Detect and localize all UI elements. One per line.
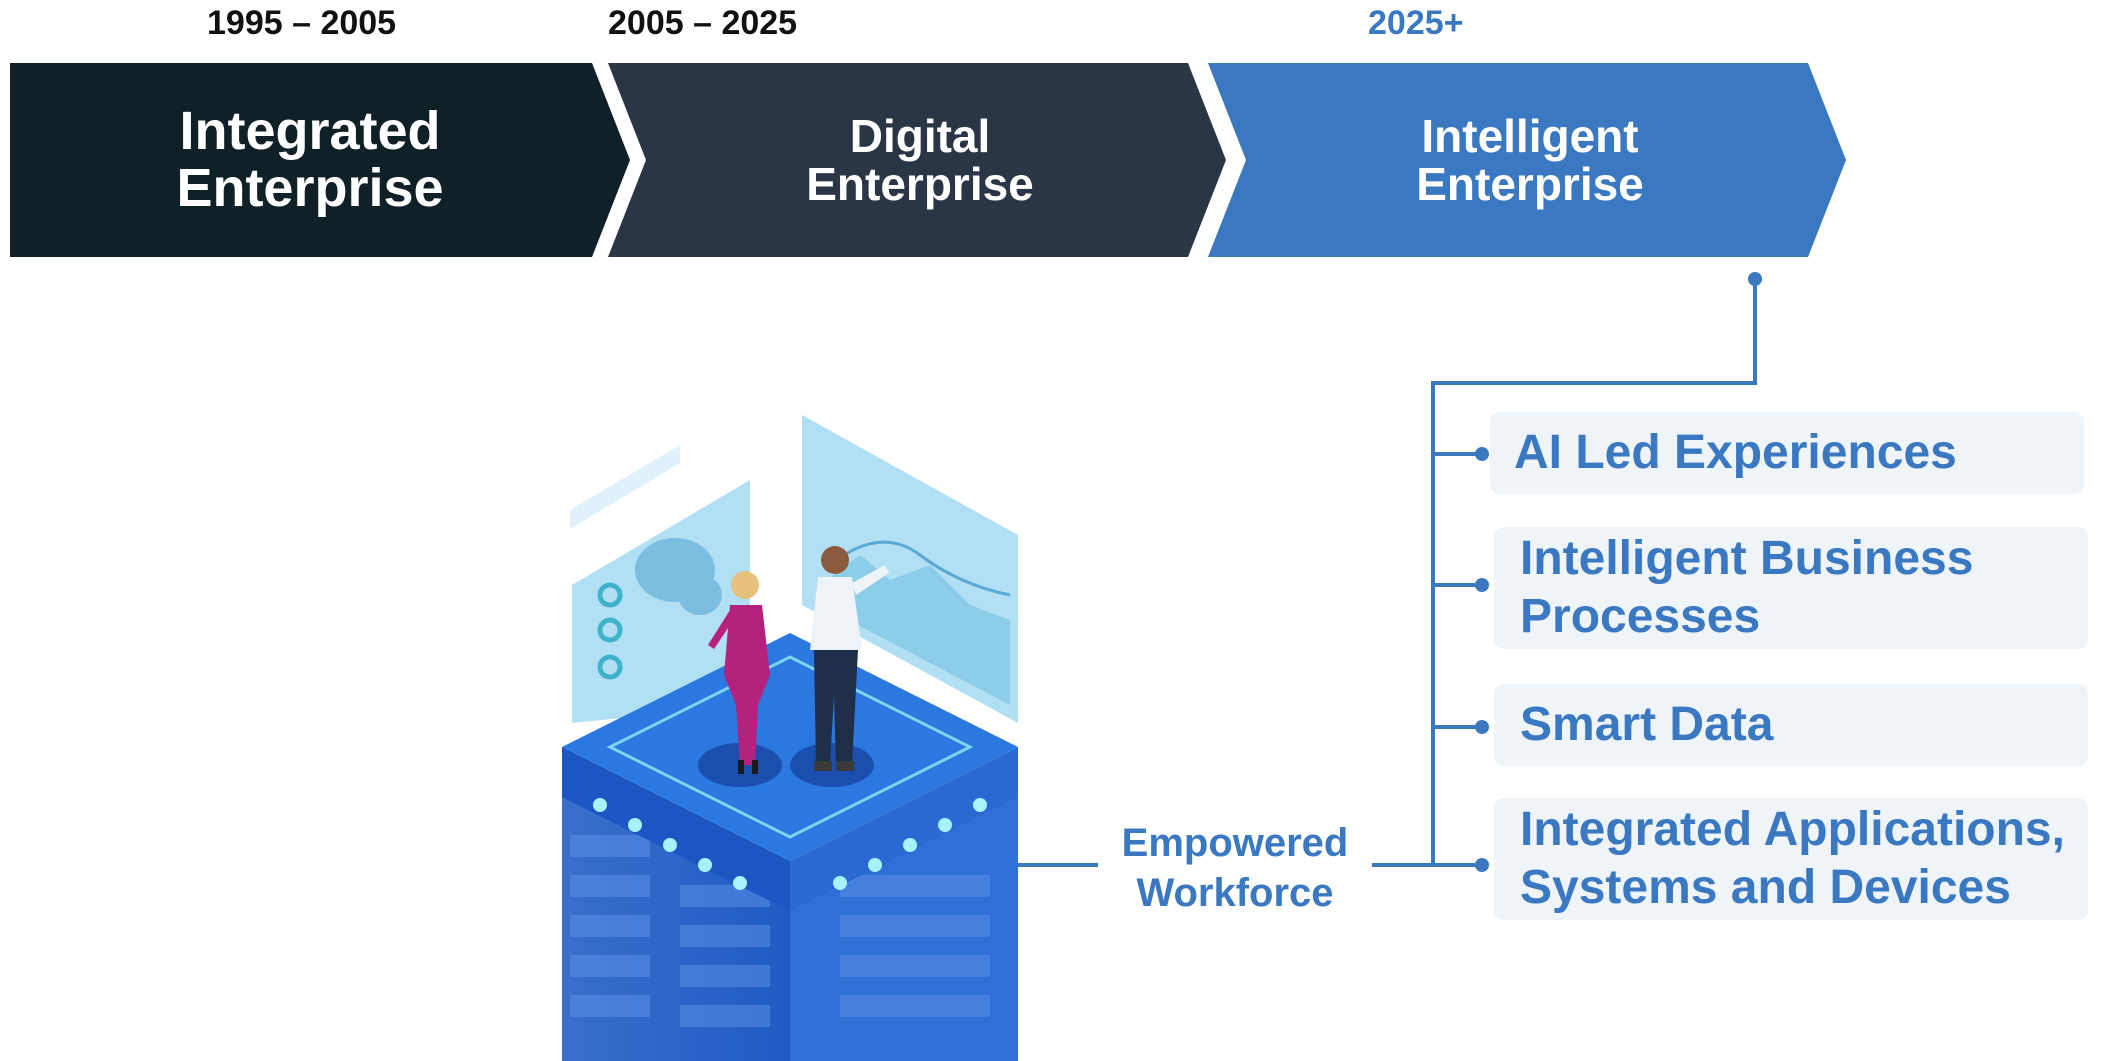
man-figure	[810, 546, 889, 771]
connector-from-intelligent-enterprise	[1431, 279, 1757, 865]
capability-ai-led-experiences: AI Led Experiences	[1490, 412, 2084, 494]
era-years-3: 2025+	[1368, 4, 1464, 42]
capability-label-line1: Integrated Applications,	[1520, 803, 2065, 857]
chevron-label-integrated: Integrated Enterprise	[90, 103, 530, 216]
capability-intelligent-business-processes: Intelligent Business Processes	[1494, 527, 2088, 649]
chevron-label-intelligent: Intelligent Enterprise	[1310, 112, 1750, 209]
capability-smart-data: Smart Data	[1494, 684, 2088, 766]
chevron-title-line2: Enterprise	[806, 158, 1034, 211]
capability-label-line1: Intelligent Business	[1520, 532, 1974, 586]
chevron-title-line1: Digital	[849, 110, 991, 162]
timeline-chevrons	[10, 63, 1846, 257]
connector-dot-processes	[1475, 578, 1489, 592]
chevron-title-line2: Enterprise	[1416, 158, 1644, 211]
capability-label-line1: AI Led Experiences	[1514, 426, 1957, 480]
server-rack-with-people-icon	[562, 415, 1018, 1061]
chevron-label-digital: Digital Enterprise	[700, 112, 1140, 209]
era-years-1: 1995 – 2005	[207, 4, 397, 42]
connector-dot-integrated	[1475, 858, 1489, 872]
capability-label-line2: Systems and Devices	[1520, 861, 2011, 914]
chevron-title-line1: Integrated	[179, 101, 441, 161]
workforce-line1: Empowered	[1121, 821, 1349, 865]
era-years-2: 2005 – 2025	[608, 4, 798, 42]
connector-dot-smart-data	[1475, 720, 1489, 734]
chevron-intelligent-enterprise	[1208, 63, 1846, 257]
chevron-digital-enterprise	[608, 63, 1226, 257]
chevron-integrated-enterprise	[10, 63, 630, 257]
capability-label-line1: Smart Data	[1520, 698, 1774, 752]
capability-label-line2: Processes	[1520, 590, 1761, 643]
capability-integrated-applications: Integrated Applications, Systems and Dev…	[1494, 798, 2088, 920]
workforce-line2: Workforce	[1136, 871, 1334, 915]
empowered-workforce-label: Empowered Workforce	[1100, 818, 1370, 918]
connector-dot-ai	[1475, 447, 1489, 461]
woman-figure	[708, 571, 770, 774]
connector-dot-top	[1748, 272, 1762, 286]
chevron-title-line2: Enterprise	[176, 157, 444, 218]
chevron-title-line1: Intelligent	[1421, 110, 1639, 162]
